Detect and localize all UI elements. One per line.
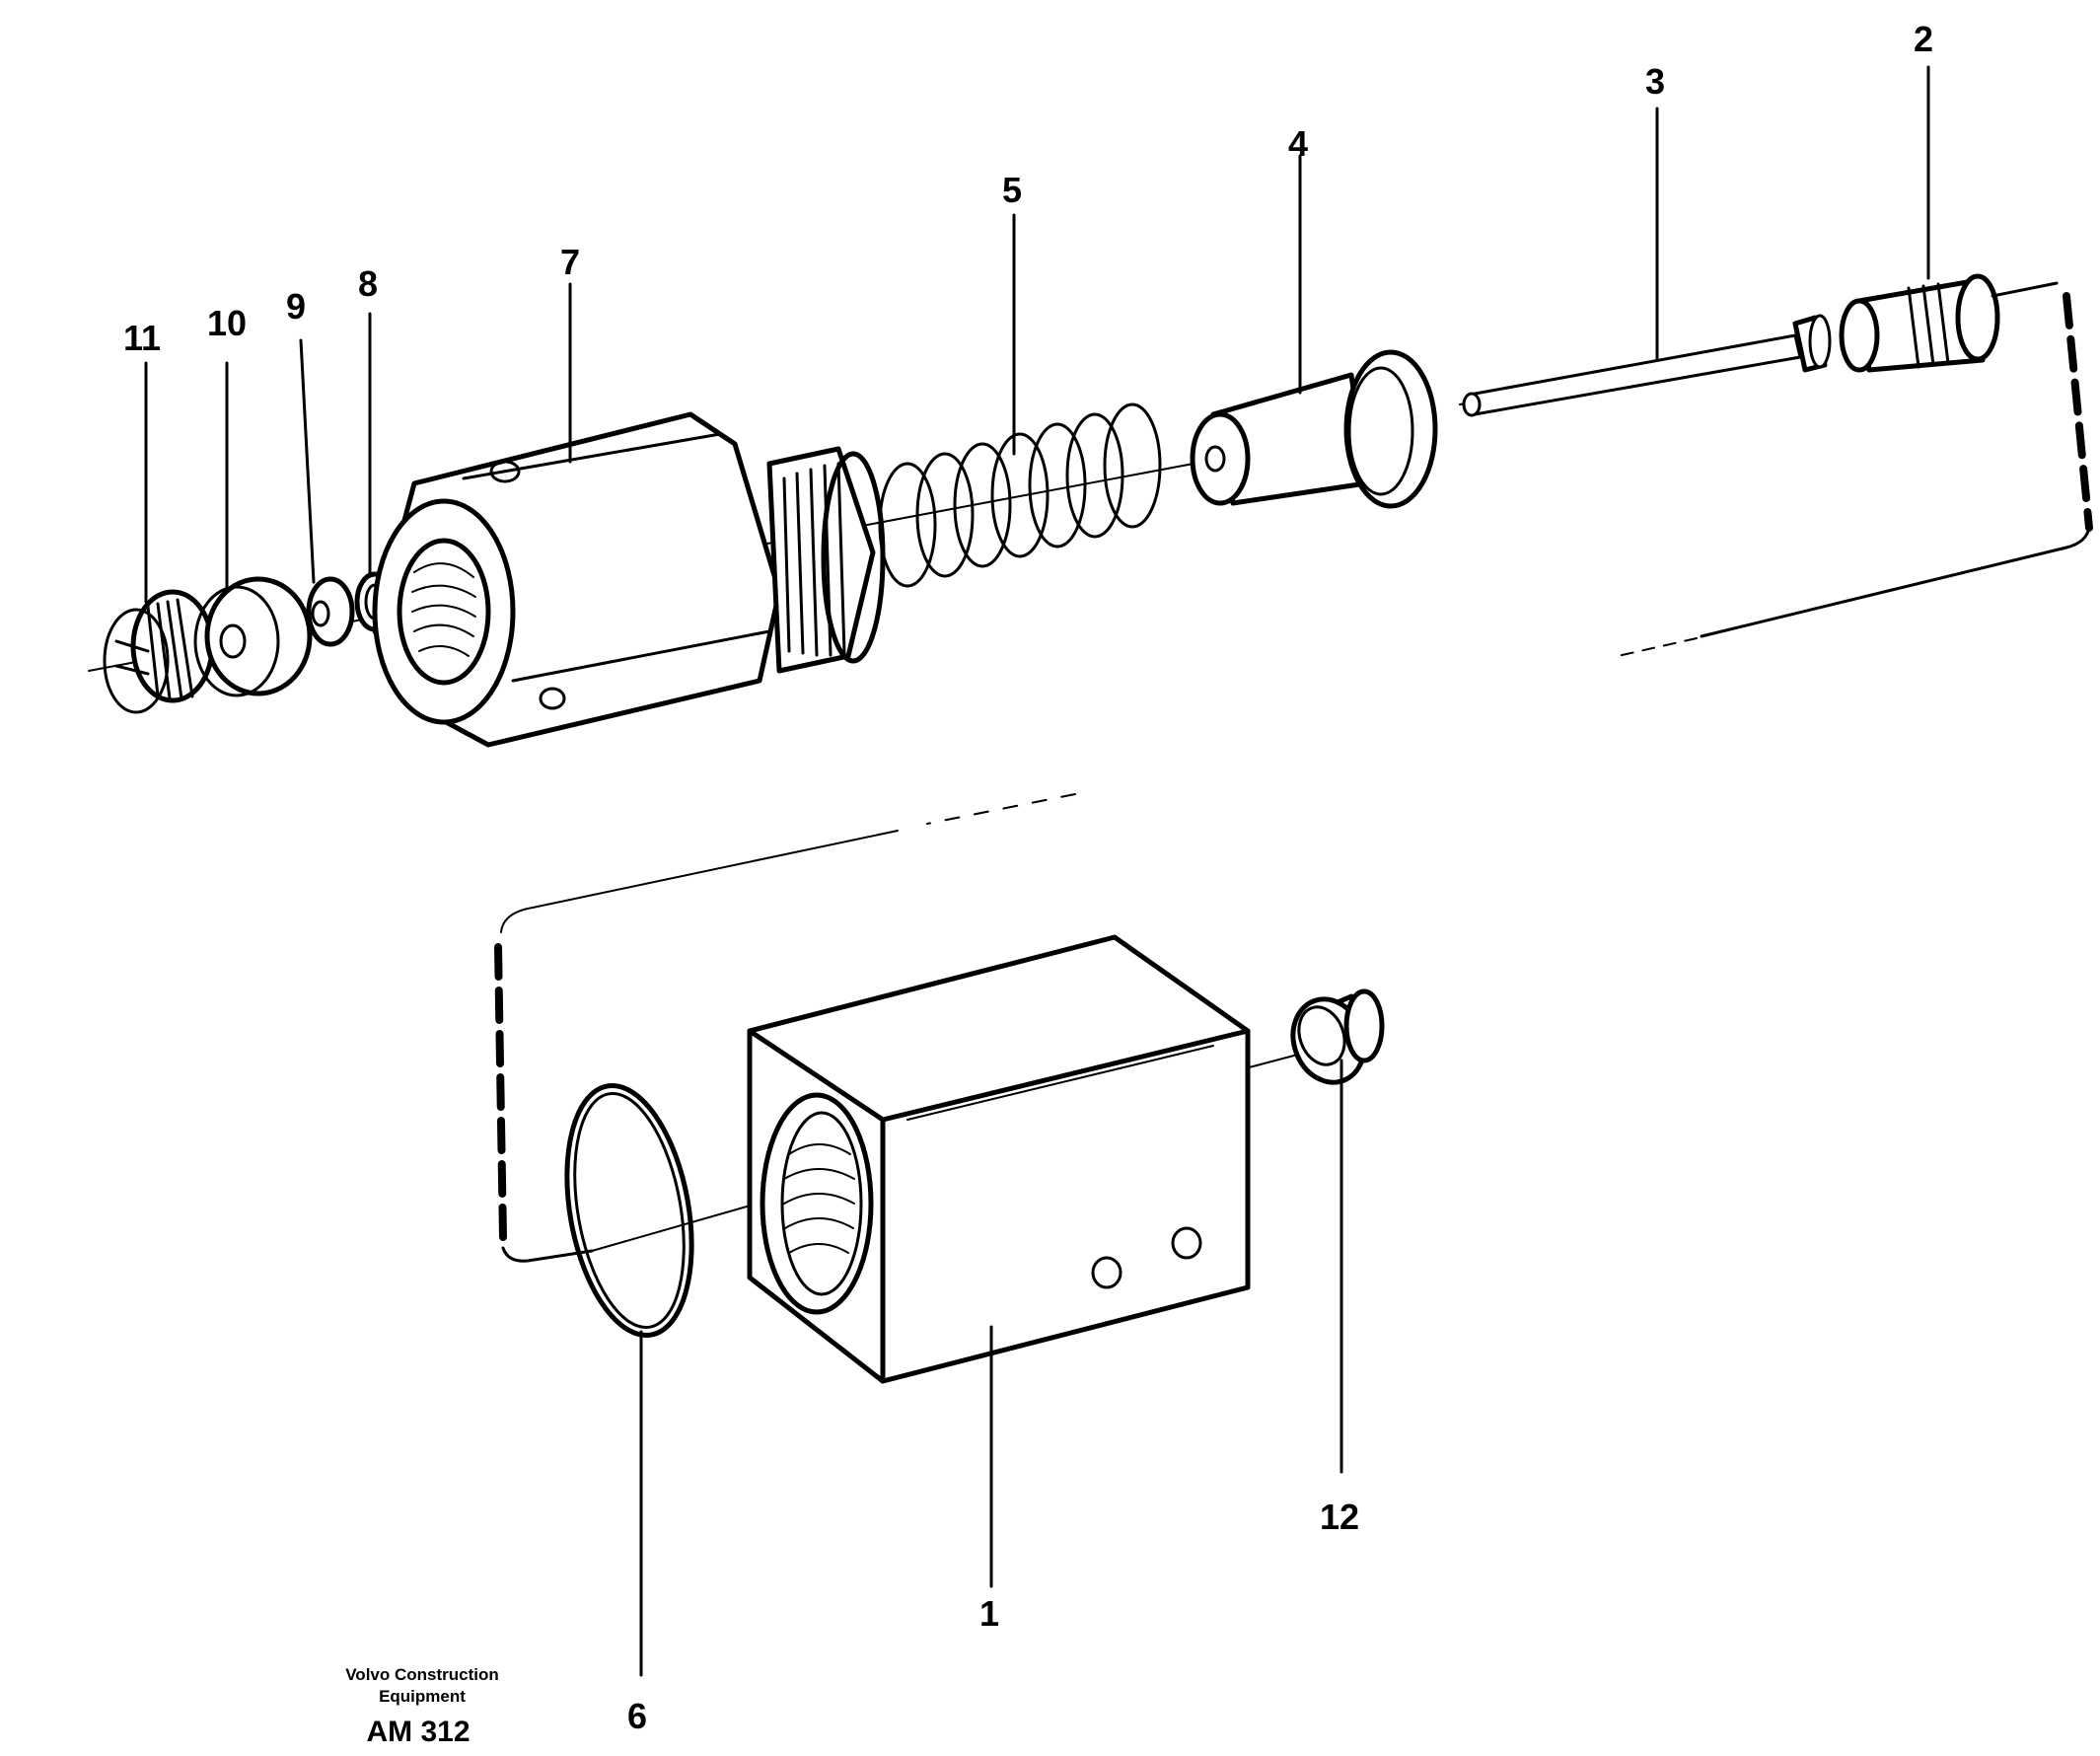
upper-dashed-bracket <box>1617 281 2093 657</box>
callout-6: 6 <box>627 1696 647 1736</box>
leader-lines <box>144 65 1930 1677</box>
callout-7: 7 <box>560 242 580 282</box>
part-3-pin <box>1462 314 1832 417</box>
part-6-o-ring <box>564 1083 694 1338</box>
caption-drawing-code: AM 312 <box>366 1716 470 1748</box>
callout-2: 2 <box>1914 19 1933 59</box>
callout-3: 3 <box>1645 61 1665 102</box>
lower-dashed-bracket <box>494 793 1076 1263</box>
callout-8: 8 <box>358 263 378 304</box>
part-10-washer <box>193 576 313 697</box>
part-5-spring <box>878 402 1162 588</box>
part-11-plug <box>103 589 215 714</box>
part-1-housing <box>747 934 1251 1384</box>
caption-manufacturer: Volvo Construction <box>345 1665 499 1684</box>
part-9-washer <box>306 576 355 647</box>
part-12-bushing <box>1290 988 1385 1085</box>
callout-11: 11 <box>123 318 161 358</box>
part-7-valve-body <box>372 411 886 748</box>
callout-12: 12 <box>1320 1497 1359 1537</box>
callout-5: 5 <box>1002 170 1022 210</box>
callout-10: 10 <box>207 303 247 343</box>
part-4-piston <box>1190 349 1438 509</box>
caption-equipment: Equipment <box>379 1687 466 1706</box>
callout-9: 9 <box>286 286 306 327</box>
part-2-plug <box>1839 273 2000 373</box>
callout-1: 1 <box>979 1593 999 1634</box>
callout-4: 4 <box>1288 123 1308 164</box>
